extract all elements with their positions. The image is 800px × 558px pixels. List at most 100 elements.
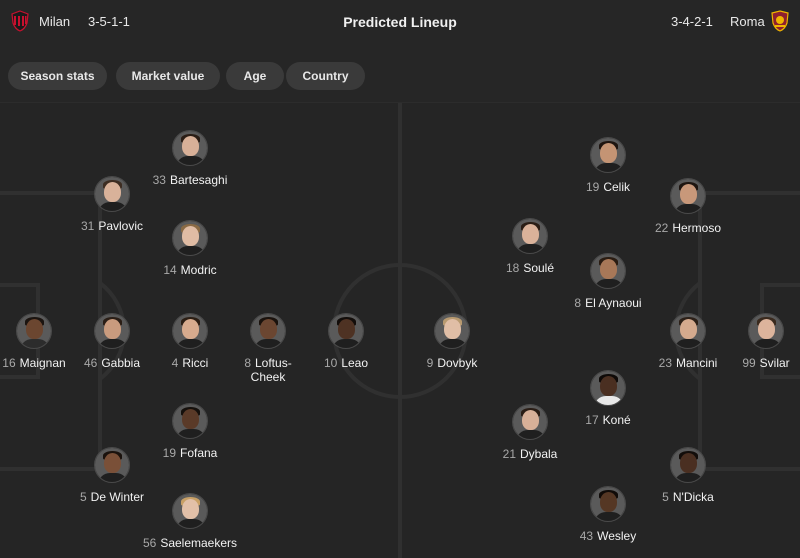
- player-number: 5: [662, 490, 669, 504]
- player-avatar: [670, 313, 706, 349]
- player-name: Svilar: [759, 356, 790, 370]
- player-name: Celik: [603, 180, 631, 194]
- player-name: El Aynaoui: [585, 296, 642, 310]
- player-number: 16: [2, 356, 16, 370]
- player-number: 5: [79, 490, 87, 504]
- player-number: 99: [742, 356, 756, 370]
- tab-market-value[interactable]: Market value: [116, 62, 220, 90]
- player-number: 18: [505, 261, 520, 275]
- home-formation: 3-5-1-1: [88, 14, 130, 29]
- player-avatar: [590, 486, 626, 522]
- player-name: Hermoso: [672, 221, 722, 235]
- player-avatar: [16, 313, 52, 349]
- player-avatar: [590, 253, 626, 289]
- home-player-fofana[interactable]: 19 Fofana: [135, 403, 245, 460]
- player-avatar: [94, 313, 130, 349]
- player-avatar: [590, 137, 626, 173]
- player-number: 8: [574, 296, 582, 310]
- player-number: 14: [163, 263, 177, 277]
- player-name: Dovbyk: [437, 356, 478, 370]
- player-name: Pavlovic: [98, 219, 144, 233]
- player-avatar: [172, 403, 208, 439]
- player-avatar: [512, 218, 548, 254]
- player-number: 21: [502, 447, 516, 461]
- player-number: 10: [323, 356, 338, 370]
- roma-crest-icon[interactable]: [770, 10, 790, 32]
- player-name: Saelemaekers: [160, 536, 238, 550]
- player-avatar: [172, 493, 208, 529]
- player-avatar: [172, 220, 208, 256]
- player-name: Soulé: [523, 261, 555, 275]
- player-avatar: [250, 313, 286, 349]
- player-number: 19: [162, 446, 176, 460]
- away-team-name[interactable]: Roma: [730, 14, 765, 29]
- player-name: Modric: [180, 263, 217, 277]
- player-name: Wesley: [597, 529, 637, 543]
- player-avatar: [670, 178, 706, 214]
- player-number: 23: [658, 356, 672, 370]
- player-avatar: [94, 176, 130, 212]
- player-avatar: [172, 130, 208, 166]
- player-name: De Winter: [90, 490, 145, 504]
- player-avatar: [172, 313, 208, 349]
- player-name: Bartesaghi: [169, 173, 228, 187]
- player-name: Loftus-Cheek: [250, 356, 292, 384]
- player-avatar: [434, 313, 470, 349]
- player-name: N'Dicka: [672, 490, 714, 504]
- player-name: Dybala: [520, 447, 558, 461]
- player-number: 4: [171, 356, 179, 370]
- player-avatar: [670, 447, 706, 483]
- page-title: Predicted Lineup: [343, 14, 457, 30]
- player-number: 17: [585, 413, 599, 427]
- player-name: Fofana: [180, 446, 218, 460]
- player-number: 22: [654, 221, 669, 235]
- player-number: 56: [142, 536, 157, 550]
- player-name: Mancini: [676, 356, 718, 370]
- player-avatar: [512, 404, 548, 440]
- tab-season-stats[interactable]: Season stats: [8, 62, 107, 90]
- away-player-mancini[interactable]: 23 Mancini: [633, 313, 743, 370]
- player-number: 9: [426, 356, 434, 370]
- player-number: 43: [579, 529, 594, 543]
- away-formation: 3-4-2-1: [671, 14, 713, 29]
- player-avatar: [94, 447, 130, 483]
- milan-crest-icon[interactable]: [10, 10, 30, 32]
- away-player-dybala[interactable]: 21 Dybala: [475, 404, 585, 461]
- player-number: 19: [585, 180, 600, 194]
- player-name: Ricci: [182, 356, 209, 370]
- player-avatar: [328, 313, 364, 349]
- player-avatar: [748, 313, 784, 349]
- player-name: Maignan: [19, 356, 66, 370]
- player-number: 31: [80, 219, 95, 233]
- tab-country[interactable]: Country: [286, 62, 365, 90]
- player-number: 8: [244, 356, 251, 370]
- player-avatar: [590, 370, 626, 406]
- player-name: Koné: [602, 413, 631, 427]
- player-number: 46: [83, 356, 98, 370]
- lineup-header: Milan 3-5-1-1 Predicted Lineup 3-4-2-1 R…: [0, 0, 800, 44]
- player-number: 33: [152, 173, 166, 187]
- home-team-name[interactable]: Milan: [39, 14, 71, 29]
- tab-age[interactable]: Age: [226, 62, 284, 90]
- player-name: Leao: [341, 356, 369, 370]
